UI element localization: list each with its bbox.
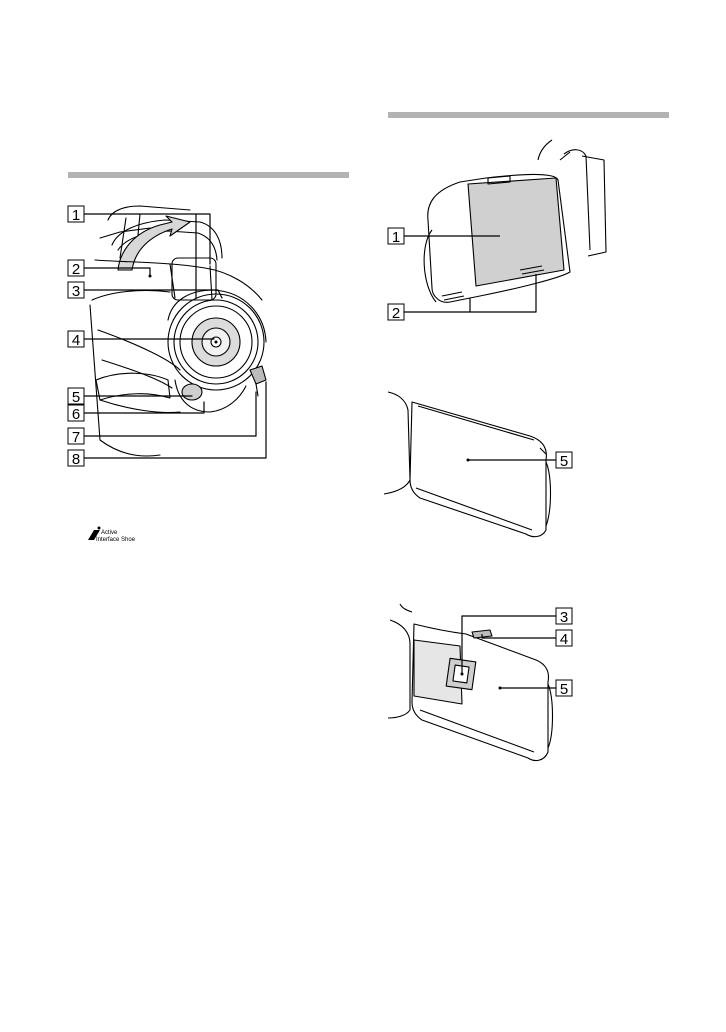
callout-6: 6 <box>72 406 80 423</box>
callout-3: 3 <box>72 283 80 300</box>
logo-line-1: Active <box>101 530 118 536</box>
callout-vf-4: 4 <box>560 631 568 648</box>
callout-vf-5: 5 <box>560 681 568 698</box>
callout-vf-3: 3 <box>560 609 568 626</box>
callout-2: 2 <box>72 261 80 278</box>
camcorder-front-illustration: 1 2 3 4 5 6 7 8 Active Interface Shoe <box>0 0 360 560</box>
callout-closed-5: 5 <box>560 453 568 470</box>
active-interface-shoe-logo: Active Interface Shoe <box>88 527 136 544</box>
callout-7: 7 <box>72 429 80 446</box>
lcd-open-illustration: 1 2 <box>360 120 726 330</box>
viewfinder-illustration: 3 4 5 <box>360 600 726 800</box>
callout-1: 1 <box>72 207 80 224</box>
logo-line-2: Interface Shoe <box>96 537 136 543</box>
callout-lcd-1: 1 <box>392 229 400 246</box>
lcd-closed-illustration: 5 <box>360 380 726 550</box>
right-section-rule <box>388 112 669 118</box>
callout-4: 4 <box>72 332 80 349</box>
callout-5: 5 <box>72 389 80 406</box>
callout-8: 8 <box>72 451 80 468</box>
callout-lcd-2: 2 <box>392 305 400 322</box>
